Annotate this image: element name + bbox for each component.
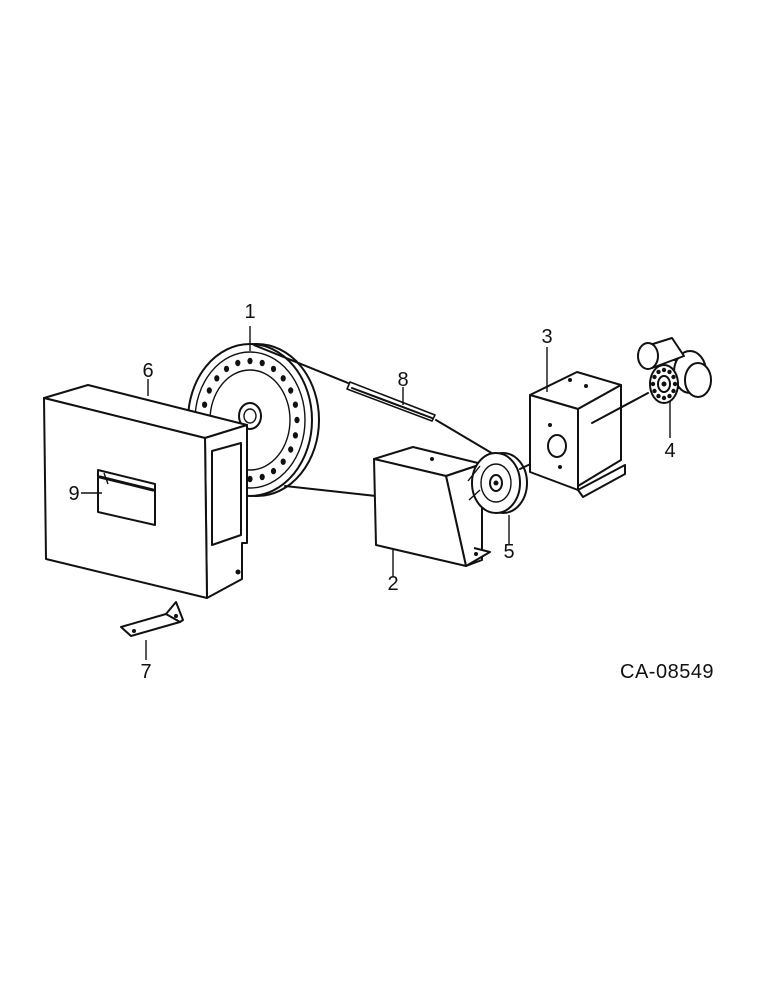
- gear-tooth: [672, 381, 678, 387]
- bolt-hole: [280, 458, 286, 465]
- bolt-hole: [280, 375, 286, 382]
- callout-6: 6: [142, 360, 153, 382]
- gear-tooth: [650, 381, 656, 387]
- bolt-hole: [292, 432, 298, 439]
- gear-tooth: [667, 369, 672, 375]
- bolt-hole: [247, 357, 253, 365]
- small-guard: [373, 446, 491, 567]
- motor-gear: [650, 367, 678, 401]
- gear-tooth: [656, 393, 661, 399]
- bolt-hole: [294, 416, 300, 424]
- gear-tooth: [671, 374, 676, 380]
- gear-tooth: [671, 388, 676, 394]
- gear-tooth: [661, 395, 667, 401]
- bolt-hole: [270, 467, 277, 475]
- motor-bracket: [529, 371, 626, 498]
- gear-tooth: [667, 393, 672, 399]
- gear-tooth: [661, 367, 667, 373]
- callout-1: 1: [244, 301, 255, 323]
- bolt-hole: [247, 475, 253, 483]
- callout-2: 2: [387, 573, 398, 595]
- small-pulley: [467, 452, 528, 514]
- callout-8: 8: [397, 369, 408, 391]
- v-belt: [253, 344, 501, 497]
- leader-lines: [81, 326, 671, 660]
- bolt-hole: [292, 401, 298, 408]
- support-strap: [120, 601, 184, 637]
- bolt-hole: [223, 365, 230, 373]
- bolt-hole: [214, 375, 220, 382]
- callout-9: 9: [68, 483, 79, 505]
- figure-code: CA-08549: [620, 661, 714, 683]
- decal: [97, 469, 156, 526]
- bolt-hole: [235, 359, 241, 367]
- large-guard: [43, 384, 248, 599]
- bolt-hole: [259, 359, 265, 367]
- bolt-hole: [288, 446, 294, 453]
- gear-tooth: [652, 374, 657, 380]
- callout-7: 7: [140, 661, 151, 683]
- bolt-hole: [259, 473, 265, 481]
- gear-tooth: [656, 369, 661, 375]
- bolt-hole: [206, 387, 212, 394]
- callout-4: 4: [664, 440, 675, 462]
- callout-3: 3: [541, 326, 552, 348]
- motor: [637, 337, 712, 404]
- bolt-hole: [270, 365, 277, 373]
- bolt-hole: [288, 387, 294, 394]
- gear-tooth: [652, 388, 657, 394]
- callout-5: 5: [503, 541, 514, 563]
- bolt-hole: [202, 401, 208, 408]
